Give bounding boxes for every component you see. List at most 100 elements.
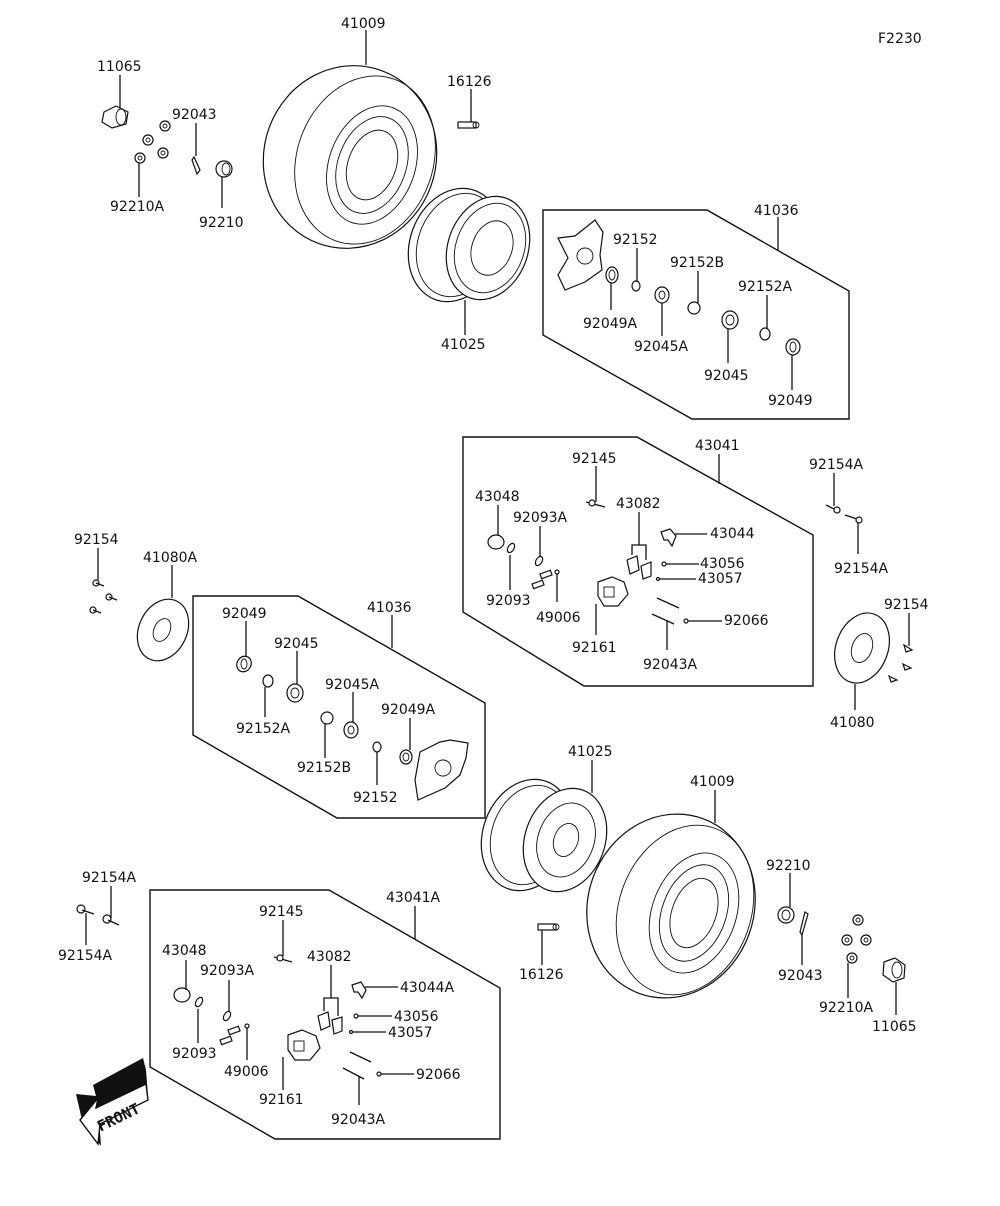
- label-92043A-lower[interactable]: 92043A: [331, 1112, 386, 1128]
- part-pin[interactable]: [661, 561, 667, 567]
- part-bearing[interactable]: [343, 721, 359, 739]
- part-oil-seal[interactable]: [785, 338, 801, 356]
- label-43082-lower[interactable]: 43082: [307, 949, 352, 965]
- label-16126-lower[interactable]: 16126: [519, 967, 564, 983]
- part-bearing[interactable]: [654, 286, 670, 304]
- part-pin[interactable]: [539, 569, 553, 580]
- label-92066[interactable]: 92066: [724, 613, 769, 629]
- part-rim-upper[interactable]: [393, 175, 544, 315]
- part-hub-cap-lower[interactable]: [882, 957, 906, 983]
- part-rim-lower[interactable]: [466, 766, 621, 903]
- part-bolts-upper-right[interactable]: [825, 504, 863, 524]
- part-ring[interactable]: [376, 1071, 382, 1077]
- label-43048-lower[interactable]: 43048: [162, 943, 207, 959]
- label-92161-lower[interactable]: 92161: [259, 1092, 304, 1108]
- label-92210A-lower[interactable]: 92210A: [819, 1000, 874, 1016]
- label-92045[interactable]: 92045: [704, 368, 749, 384]
- part-disc-bolts-left[interactable]: [89, 579, 118, 614]
- label-43044A[interactable]: 43044A: [400, 980, 455, 996]
- part-bearing[interactable]: [286, 683, 304, 703]
- part-piston[interactable]: [173, 987, 191, 1003]
- label-92045A-lower[interactable]: 92045A: [325, 677, 380, 693]
- part-spacer[interactable]: [631, 280, 641, 292]
- part-bearing[interactable]: [721, 310, 739, 330]
- part-brake-pads[interactable]: [626, 555, 652, 580]
- part-bolt[interactable]: [585, 499, 606, 508]
- label-92045-lower[interactable]: 92045: [274, 636, 319, 652]
- label-41025[interactable]: 41025: [441, 337, 486, 353]
- part-bleeder[interactable]: [554, 569, 560, 575]
- label-92066-lower[interactable]: 92066: [416, 1067, 461, 1083]
- label-49006[interactable]: 49006: [536, 610, 581, 626]
- label-43057-lower[interactable]: 43057: [388, 1025, 433, 1041]
- label-92049A-lower[interactable]: 92049A: [381, 702, 436, 718]
- label-11065-lower[interactable]: 11065: [872, 1019, 917, 1035]
- part-clip[interactable]: [655, 576, 661, 582]
- part-brake-disc-right[interactable]: [825, 605, 898, 690]
- part-cotter-pin-lower[interactable]: [799, 911, 809, 937]
- label-92152B[interactable]: 92152B: [670, 255, 724, 271]
- label-43056-lower[interactable]: 43056: [394, 1009, 439, 1025]
- label-11065[interactable]: 11065: [97, 59, 142, 75]
- part-ring[interactable]: [683, 618, 689, 624]
- part-pad-spring[interactable]: [660, 528, 677, 548]
- group-label-43041[interactable]: 43041: [695, 438, 740, 454]
- label-92152-lower[interactable]: 92152: [353, 790, 398, 806]
- part-pin[interactable]: [227, 1025, 241, 1036]
- part-bleeder[interactable]: [244, 1023, 250, 1029]
- part-bolt[interactable]: [273, 954, 293, 963]
- label-92152[interactable]: 92152: [613, 232, 658, 248]
- part-pin[interactable]: [656, 597, 680, 609]
- label-92154A-lower-top[interactable]: 92154A: [82, 870, 137, 886]
- label-92145-lower[interactable]: 92145: [259, 904, 304, 920]
- label-92043[interactable]: 92043: [172, 107, 217, 123]
- part-wheel-nuts-lower[interactable]: [841, 914, 872, 964]
- label-43056[interactable]: 43056: [700, 556, 745, 572]
- label-92154-left[interactable]: 92154: [74, 532, 119, 548]
- part-wheel-nuts-upper[interactable]: [134, 120, 171, 164]
- label-92049-lower[interactable]: 92049: [222, 606, 267, 622]
- part-valve-stem-upper[interactable]: [457, 121, 480, 129]
- part-collar[interactable]: [320, 711, 334, 725]
- label-92093-lower[interactable]: 92093: [172, 1046, 217, 1062]
- label-92210-lower[interactable]: 92210: [766, 858, 811, 874]
- label-92145[interactable]: 92145: [572, 451, 617, 467]
- label-41080A[interactable]: 41080A: [143, 550, 198, 566]
- part-oil-seal[interactable]: [234, 654, 254, 675]
- part-cotter-pin-upper[interactable]: [191, 155, 201, 176]
- label-92210[interactable]: 92210: [199, 215, 244, 231]
- label-92154A-lower-bottom[interactable]: 92154A: [58, 948, 113, 964]
- part-pad-spring[interactable]: [351, 981, 367, 1000]
- part-pin[interactable]: [531, 579, 545, 590]
- part-bolts-lower-left[interactable]: [76, 904, 120, 926]
- part-seal[interactable]: [506, 542, 516, 554]
- part-caliper-upper[interactable]: [597, 576, 629, 607]
- label-41009[interactable]: 41009: [341, 16, 386, 32]
- label-43044[interactable]: 43044: [710, 526, 755, 542]
- part-pin[interactable]: [651, 613, 675, 625]
- label-92043A[interactable]: 92043A: [643, 657, 698, 673]
- label-92210A[interactable]: 92210A: [110, 199, 165, 215]
- part-brake-disc-left[interactable]: [128, 591, 199, 669]
- part-piston[interactable]: [487, 534, 505, 550]
- label-92043-lower[interactable]: 92043: [778, 968, 823, 984]
- label-92093A-lower[interactable]: 92093A: [200, 963, 255, 979]
- part-disc-bolts-right[interactable]: [887, 643, 914, 683]
- part-pin[interactable]: [342, 1067, 365, 1080]
- part-caliper-lower[interactable]: [287, 1029, 321, 1061]
- part-collar[interactable]: [687, 301, 701, 315]
- label-43082[interactable]: 43082: [616, 496, 661, 512]
- group-label-43041A[interactable]: 43041A: [386, 890, 441, 906]
- label-92154A-bottom[interactable]: 92154A: [834, 561, 889, 577]
- label-41080[interactable]: 41080: [830, 715, 875, 731]
- label-92049[interactable]: 92049: [768, 393, 813, 409]
- part-spacer[interactable]: [372, 741, 382, 753]
- label-43048[interactable]: 43048: [475, 489, 520, 505]
- part-hub-cap-upper[interactable]: [101, 105, 129, 129]
- part-castle-nut-lower[interactable]: [777, 906, 795, 924]
- label-92154-right[interactable]: 92154: [884, 597, 929, 613]
- label-16126[interactable]: 16126: [447, 74, 492, 90]
- part-seal[interactable]: [194, 996, 204, 1008]
- label-92049A[interactable]: 92049A: [583, 316, 638, 332]
- label-49006-lower[interactable]: 49006: [224, 1064, 269, 1080]
